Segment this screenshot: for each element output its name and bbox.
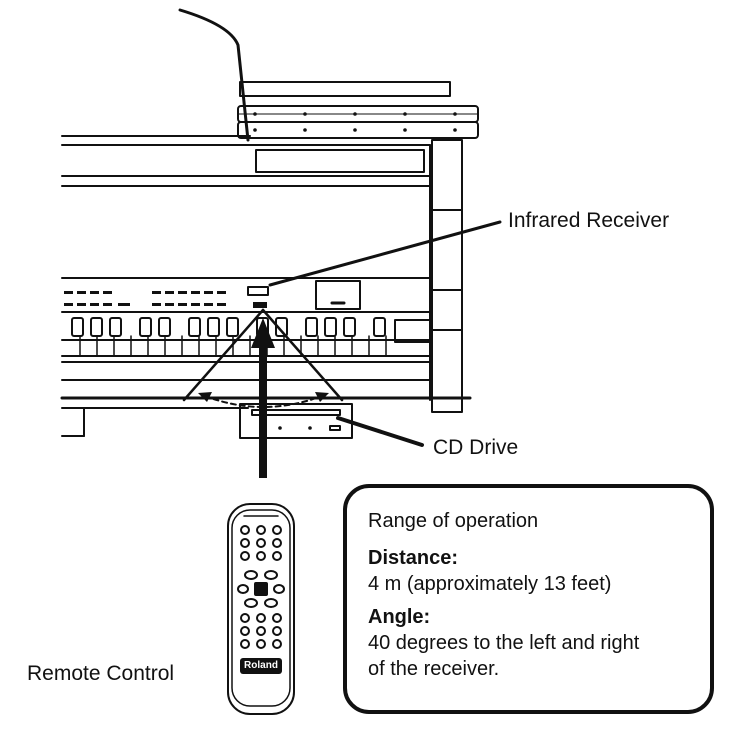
operating-angle-lines [182, 308, 344, 402]
signal-arrow-head [251, 318, 275, 348]
distance-label: Distance: [368, 547, 459, 569]
label-remote-control: Remote Control [27, 662, 175, 685]
black-keys [71, 317, 386, 337]
cabinet-slot [255, 149, 425, 173]
keyboard-end-block [394, 319, 431, 343]
panel-button-center [253, 302, 267, 308]
piano-lid [178, 8, 250, 142]
angle-label: Angle: [368, 606, 431, 628]
range-heading: Range of operation [368, 510, 539, 532]
cabinet-side-panel [431, 139, 463, 413]
remote-logo: Roland [244, 660, 278, 671]
leader-infrared [268, 220, 502, 287]
remote-center-button [254, 582, 268, 596]
infrared-receiver-window [247, 286, 269, 296]
music-rest-top [239, 81, 451, 97]
label-infrared-receiver: Infrared Receiver [508, 209, 670, 232]
label-cd-drive: CD Drive [433, 436, 519, 459]
remote-logo-badge [240, 658, 282, 674]
panel-buttons [64, 291, 226, 306]
distance-value: 4 m (approximately 13 feet) [368, 573, 612, 595]
angle-value-line1: 40 degrees to the left and right [368, 632, 640, 654]
remote-buttons [237, 525, 285, 649]
leader-cd-drive [336, 416, 424, 447]
range-of-operation-box: Range of operation Distance: 4 m (approx… [343, 484, 714, 714]
music-rest-rail-2 [237, 121, 479, 139]
angle-value-line2: of the receiver. [368, 658, 500, 680]
rail-screws [253, 112, 457, 132]
panel-display [315, 280, 361, 310]
remote-control [227, 503, 295, 715]
cd-drive-slot [251, 409, 341, 416]
